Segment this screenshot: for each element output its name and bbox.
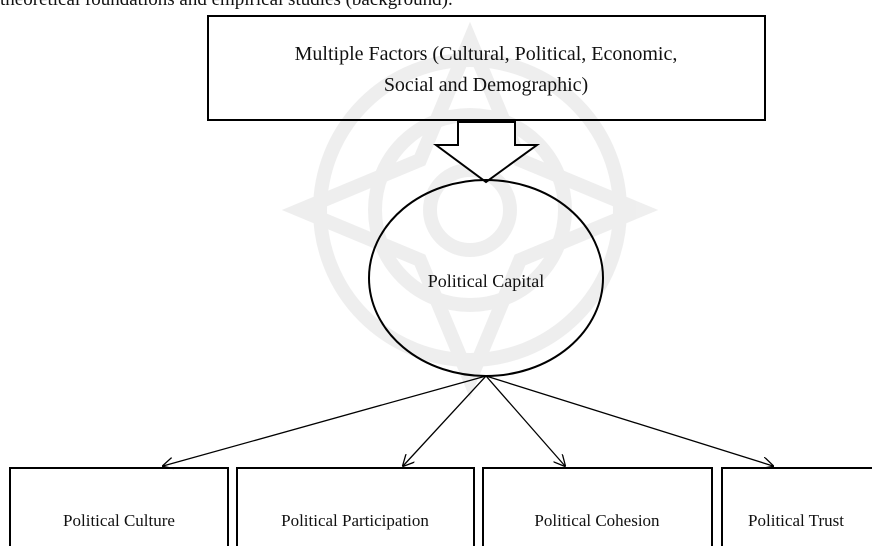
- factors-label-line1: Multiple Factors (Cultural, Political, E…: [295, 43, 678, 65]
- arrow-to-political-trust: [485, 375, 773, 466]
- arrow-to-political-culture: [163, 375, 487, 466]
- arrow-to-political-cohesion: [485, 375, 565, 466]
- political-participation-label: Political Participation: [281, 511, 429, 530]
- political-trust-box: [721, 467, 872, 546]
- arrow-to-political-participation: [403, 375, 487, 466]
- political-cohesion-label: Political Cohesion: [534, 511, 660, 530]
- political-capital-label: Political Capital: [428, 271, 544, 291]
- factors-box: [207, 15, 766, 121]
- cut-off-paragraph-text: theoretical foundations and empirical st…: [0, 0, 872, 11]
- political-trust-label: Political Trust: [748, 511, 844, 530]
- block-arrow: [432, 121, 541, 184]
- political-culture-box: [9, 467, 229, 546]
- political-culture-label: Political Culture: [63, 511, 175, 530]
- factors-label-line2: Social and Demographic): [384, 74, 588, 96]
- political-participation-box: [236, 467, 475, 546]
- political-cohesion-box: [482, 467, 713, 546]
